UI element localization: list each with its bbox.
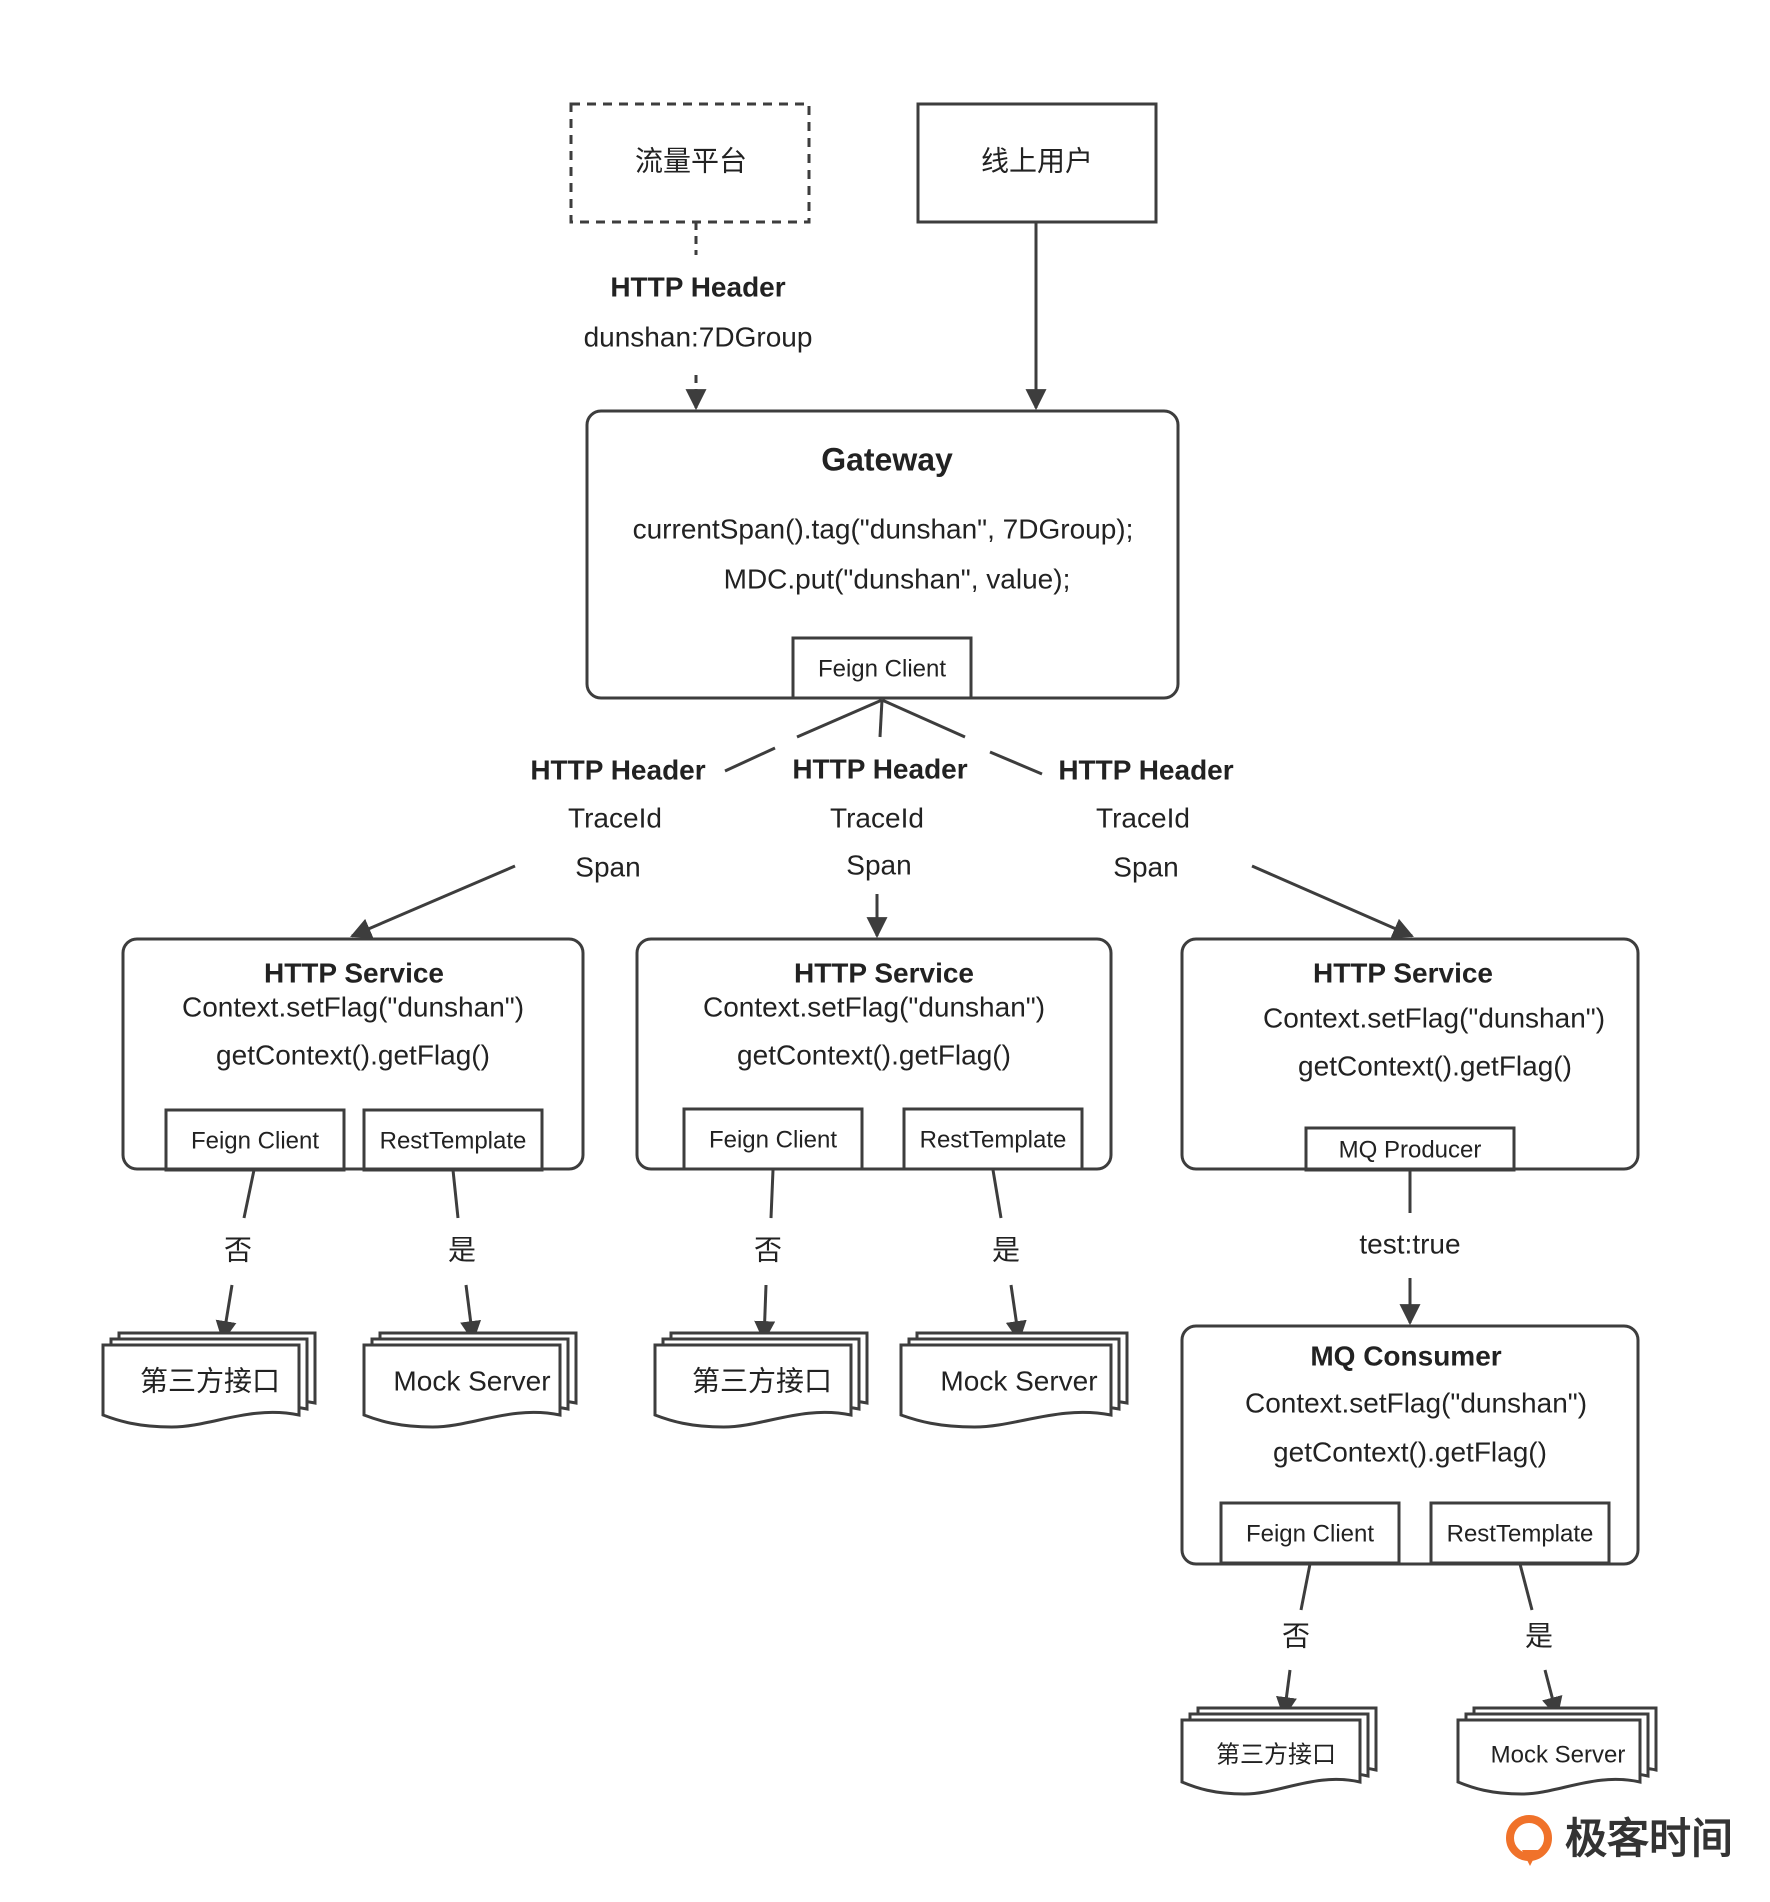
edge-gateway-to-header-left [796, 698, 883, 739]
branch-left-yes: 是 [448, 1234, 476, 1265]
branch-middle-yes: 是 [992, 1234, 1020, 1265]
edge-right-header-segment [989, 750, 1043, 776]
service-box-middle [635, 937, 1113, 1171]
target-consumer-third-party: 第三方接口 [1216, 1741, 1336, 1768]
traffic-platform-label: 流量平台 [635, 145, 747, 176]
doc-middle-mock-sheet [899, 1343, 1113, 1429]
service-left-line-1: Context.setFlag("dunshan") [182, 991, 524, 1022]
doc-middle-third-party [653, 1331, 869, 1429]
target-middle-mock: Mock Server [940, 1365, 1097, 1396]
service-box-left-feign-client [164, 1108, 346, 1172]
geektime-logo: 极客时间 [1506, 1815, 1733, 1866]
service-left-line-2: getContext().getFlag() [216, 1039, 490, 1070]
consumer-line-1: Context.setFlag("dunshan") [1245, 1387, 1587, 1418]
service-right-mq-producer-label: MQ Producer [1339, 1136, 1482, 1163]
edge-middle-feign-to-third [754, 1284, 776, 1343]
header-left-title: HTTP Header [530, 754, 705, 785]
doc-consumer-third-party [1180, 1706, 1378, 1796]
edge-consumer-feign-out [1299, 1563, 1312, 1611]
header-in-title: HTTP Header [610, 271, 785, 302]
doc-middle-mock [899, 1331, 1129, 1429]
branch-consumer-no: 否 [1282, 1620, 1310, 1651]
header-left-line-1: TraceId [568, 802, 662, 833]
gateway-line-2: MDC.put("dunshan", value); [724, 563, 1071, 594]
header-left-line-2: Span [575, 851, 640, 882]
consumer-resttemplate-box [1429, 1501, 1611, 1565]
edge-left-header-segment [724, 746, 776, 773]
service-middle-line-1: Context.setFlag("dunshan") [703, 991, 1045, 1022]
gateway-feign-client-box [791, 636, 973, 700]
branch-left-no: 否 [224, 1234, 252, 1265]
header-in-value: dunshan:7DGroup [584, 321, 813, 352]
edge-consumer-rest-out [1518, 1563, 1534, 1611]
doc-middle-third-party-sheet [653, 1343, 853, 1429]
edge-header-right-to-service [1251, 864, 1414, 939]
edge-left-feign-to-third [215, 1284, 237, 1343]
edge-left-rest-to-mock [460, 1284, 482, 1343]
header-middle-line-1: TraceId [830, 802, 924, 833]
target-left-third-party: 第三方接口 [140, 1365, 280, 1396]
mq-edge-label: test:true [1359, 1228, 1460, 1259]
header-right-title: HTTP Header [1058, 754, 1233, 785]
target-consumer-mock: Mock Server [1491, 1741, 1626, 1768]
consumer-box [1180, 1324, 1640, 1566]
edge-gateway-to-header-right [881, 698, 966, 739]
service-middle-title: HTTP Service [794, 957, 974, 988]
edge-left-feign-out [242, 1169, 256, 1219]
gateway-title: Gateway [821, 441, 953, 477]
edge-middle-rest-to-mock [1005, 1284, 1027, 1343]
online-users-label: 线上用户 [981, 145, 1093, 176]
service-box-middle-resttemplate [902, 1107, 1084, 1171]
header-middle-title: HTTP Header [792, 753, 967, 784]
doc-left-third-party [101, 1331, 317, 1429]
consumer-feign-client-box [1219, 1501, 1401, 1565]
service-middle-line-2: getContext().getFlag() [737, 1039, 1011, 1070]
edge-left-rest-out [451, 1169, 460, 1219]
service-box-left [121, 937, 585, 1171]
service-middle-feign-client-label: Feign Client [709, 1126, 837, 1153]
target-middle-third-party: 第三方接口 [692, 1365, 832, 1396]
gateway-feign-client-label: Feign Client [818, 655, 946, 682]
doc-consumer-third-party-sheet [1180, 1718, 1362, 1796]
service-left-title: HTTP Service [264, 957, 444, 988]
edge-middle-rest-out [991, 1169, 1003, 1219]
header-right-line-1: TraceId [1096, 802, 1190, 833]
consumer-resttemplate-label: RestTemplate [1447, 1520, 1594, 1547]
edge-middle-feign-out [769, 1169, 775, 1219]
traffic-platform-box [569, 102, 811, 224]
consumer-feign-client-label: Feign Client [1246, 1520, 1374, 1547]
service-left-resttemplate-label: RestTemplate [380, 1127, 527, 1154]
target-left-mock: Mock Server [393, 1365, 550, 1396]
consumer-line-2: getContext().getFlag() [1273, 1436, 1547, 1467]
geektime-logo-icon [1506, 1815, 1552, 1866]
consumer-title: MQ Consumer [1310, 1340, 1501, 1371]
branch-middle-no: 否 [754, 1234, 782, 1265]
gateway-line-1: currentSpan().tag("dunshan", 7DGroup); [633, 513, 1134, 544]
edge-gateway-to-header-middle [878, 699, 884, 738]
doc-left-mock [362, 1331, 578, 1429]
service-box-middle-feign-client [682, 1107, 864, 1171]
branch-consumer-yes: 是 [1525, 1620, 1553, 1651]
header-middle-line-2: Span [846, 849, 911, 880]
service-middle-resttemplate-label: RestTemplate [920, 1126, 1067, 1153]
doc-consumer-mock [1456, 1706, 1658, 1796]
service-right-line-1: Context.setFlag("dunshan") [1263, 1002, 1605, 1033]
doc-left-mock-sheet [362, 1343, 562, 1429]
service-left-feign-client-label: Feign Client [191, 1127, 319, 1154]
logo-text: 极客时间 [1565, 1815, 1733, 1862]
service-right-line-2: getContext().getFlag() [1298, 1050, 1572, 1081]
edge-header-left-to-service [350, 864, 516, 939]
doc-left-third-party-sheet [101, 1343, 301, 1429]
service-right-title: HTTP Service [1313, 957, 1493, 988]
header-right-line-2: Span [1113, 851, 1178, 882]
doc-consumer-mock-sheet [1456, 1718, 1642, 1796]
